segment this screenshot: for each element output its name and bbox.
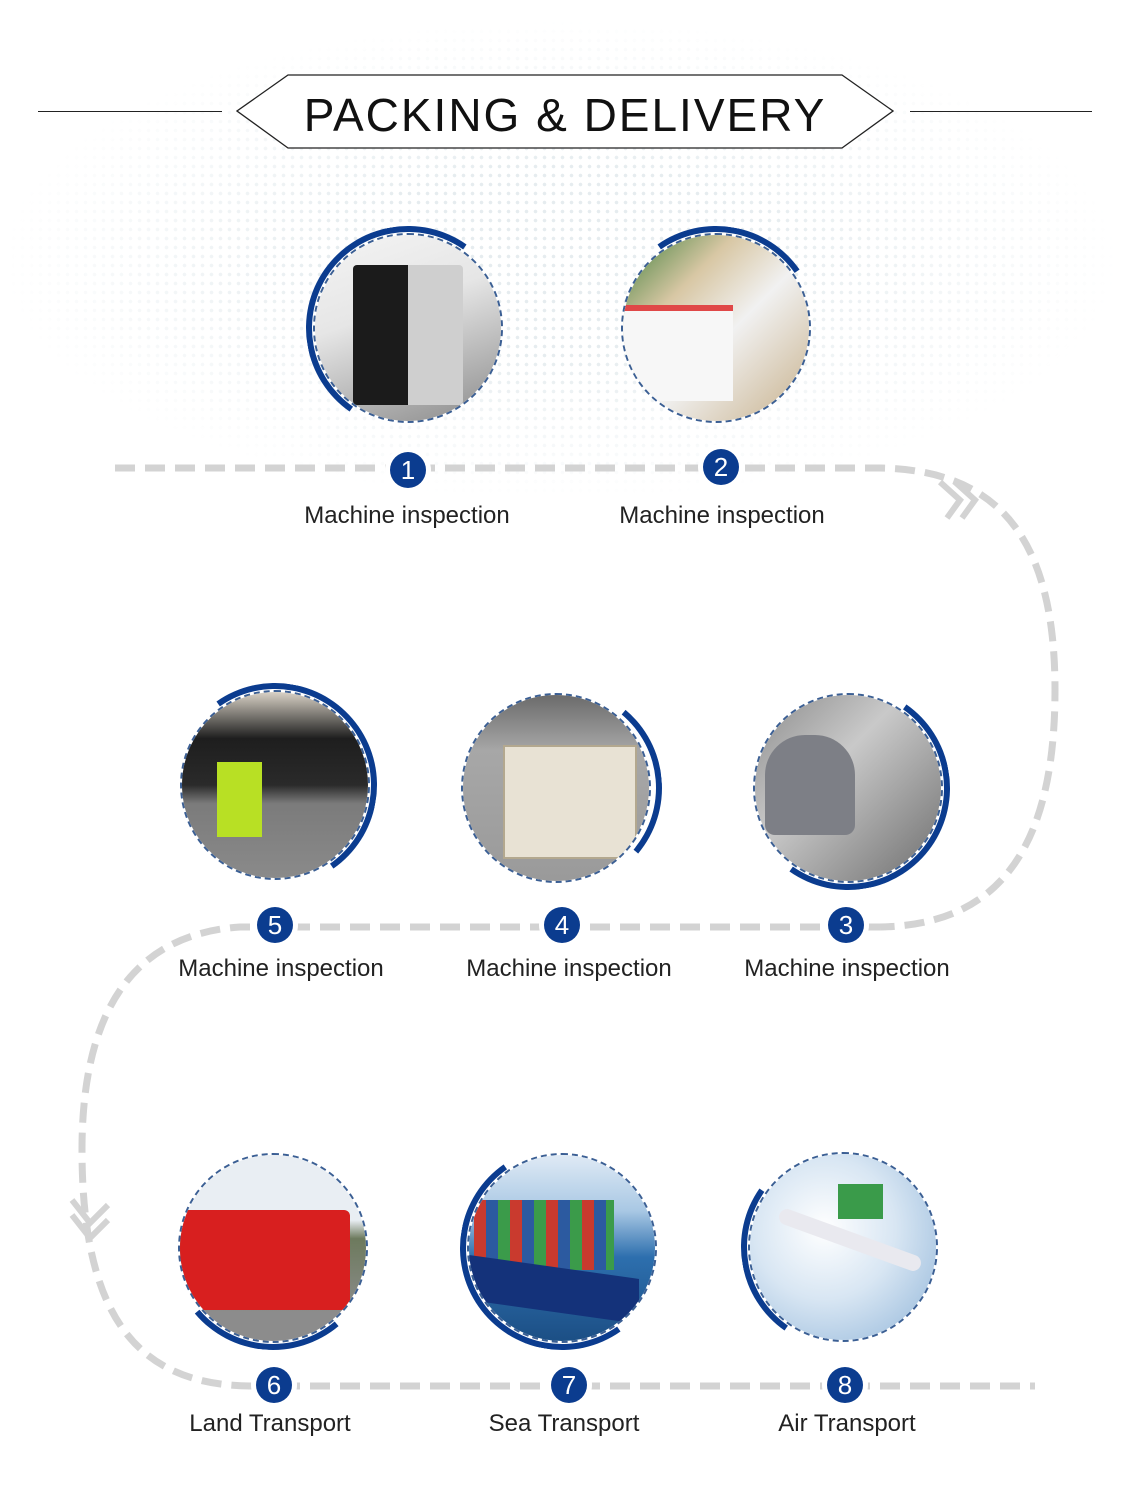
step-badge: 6 (256, 1367, 292, 1403)
step-badge: 1 (390, 452, 426, 488)
truck-shape (180, 1210, 350, 1310)
step-badge: 7 (551, 1367, 587, 1403)
step-label: Machine inspection (304, 502, 510, 529)
title-frame (236, 74, 894, 149)
step-2-photo (621, 233, 811, 423)
vest-shape (217, 762, 262, 837)
step-badge: 8 (827, 1367, 863, 1403)
chevron-right-icon (937, 479, 965, 520)
step-8-photo (748, 1152, 938, 1342)
step-badge: 3 (828, 907, 864, 943)
chevron-down-icon (69, 1213, 111, 1243)
step-label: Land Transport (189, 1410, 351, 1437)
chevron-right-icon (952, 479, 980, 520)
machine-box (623, 305, 733, 401)
step-badge: 4 (544, 907, 580, 943)
worker-shape (765, 735, 855, 835)
step-label: Air Transport (778, 1410, 916, 1437)
container-shape (838, 1184, 883, 1219)
step-label: Machine inspection (619, 502, 825, 529)
machine-icon (353, 265, 463, 405)
step-6-photo (178, 1153, 368, 1343)
step-5-photo (180, 690, 370, 880)
step-7-photo (467, 1153, 657, 1343)
title-divider-left (38, 111, 222, 112)
step-label: Machine inspection (466, 955, 672, 982)
step-1-photo (313, 233, 503, 423)
step-badge: 2 (703, 449, 739, 485)
path-segment-1 (115, 464, 1059, 931)
title-divider-right (910, 111, 1092, 112)
step-label: Machine inspection (744, 955, 950, 982)
page-title: PACKING & DELIVERY (303, 89, 827, 141)
path-segment-2 (78, 923, 880, 1390)
crate-shape (503, 745, 637, 859)
step-3-photo (753, 693, 943, 883)
title-banner: PACKING & DELIVERY (236, 74, 894, 149)
chevron-down-icon (69, 1198, 111, 1228)
step-4-photo (461, 693, 651, 883)
step-label: Sea Transport (488, 1410, 640, 1437)
step-label: Machine inspection (178, 955, 384, 982)
step-badge: 5 (257, 907, 293, 943)
